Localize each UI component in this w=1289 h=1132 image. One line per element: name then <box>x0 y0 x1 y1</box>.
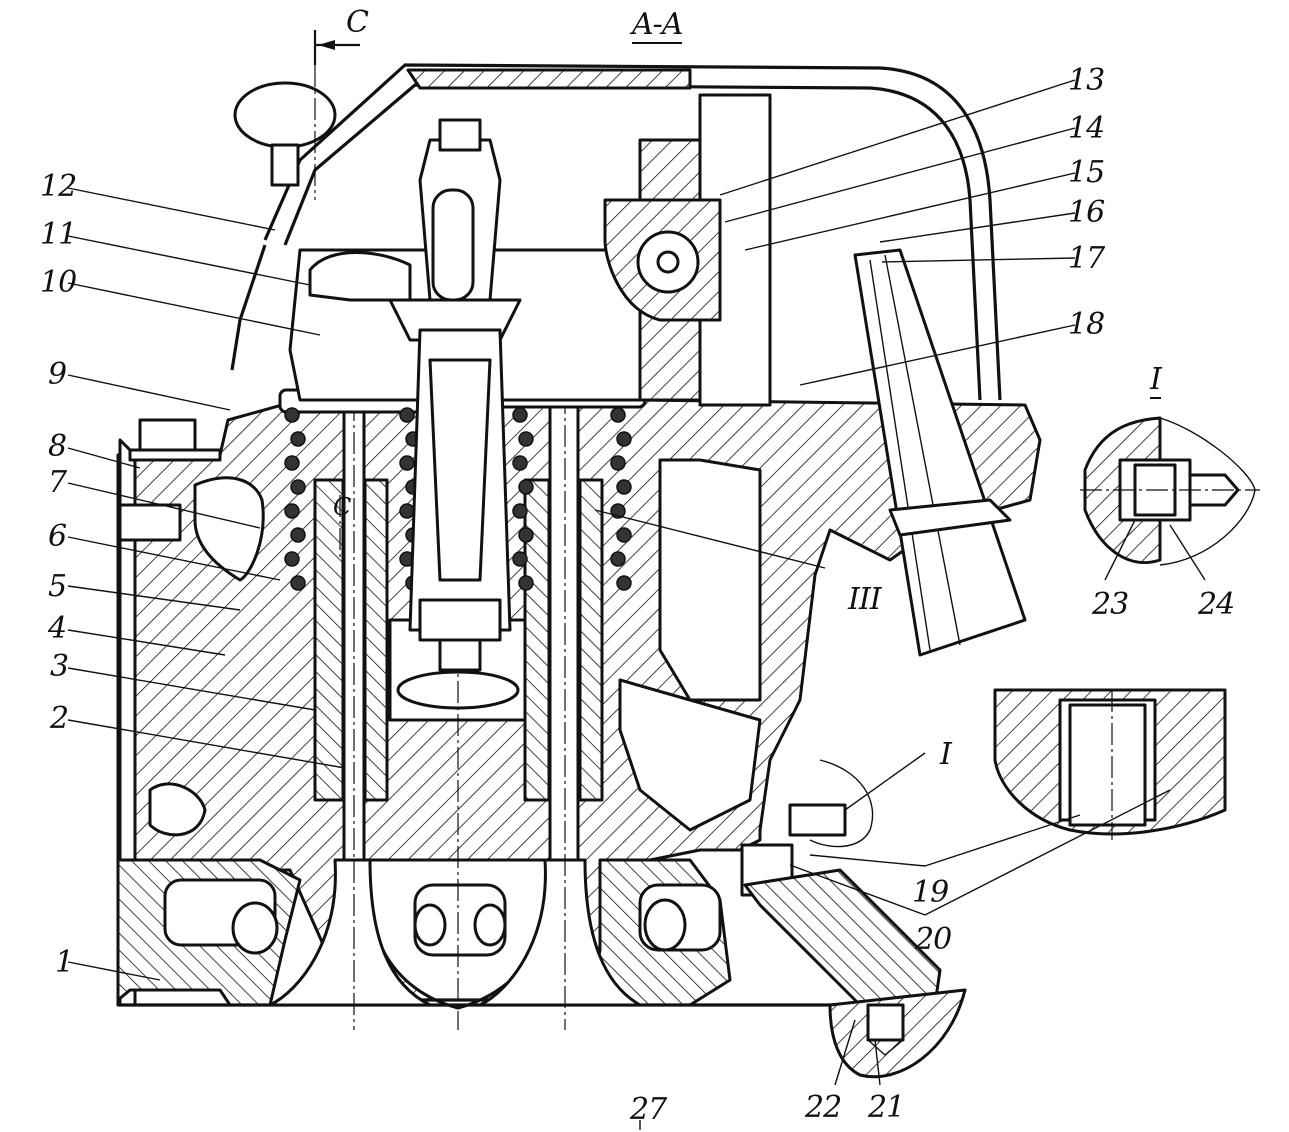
callout-8: 8 <box>48 429 67 464</box>
left-arrow-icon <box>318 40 335 50</box>
spring-coil <box>512 455 528 471</box>
spring-coil <box>610 551 626 567</box>
detail-I-title: I <box>1150 362 1162 399</box>
callout-15: 15 <box>1068 155 1105 190</box>
spring-coil <box>290 575 306 591</box>
spring-coil <box>284 407 300 423</box>
spring-coil <box>610 455 626 471</box>
section-c-label: C <box>346 5 369 40</box>
water-passage-bottom-left <box>148 782 207 837</box>
callout-16: 16 <box>1068 195 1105 230</box>
detail-I-reference: I <box>940 737 952 772</box>
rocker-assembly <box>288 118 642 672</box>
spring-coil <box>518 479 534 495</box>
spring-coil <box>290 479 306 495</box>
callout-23: 23 <box>1092 587 1129 622</box>
spring-coil <box>518 527 534 543</box>
spring-coil <box>616 431 632 447</box>
callout-6: 6 <box>48 519 67 554</box>
detail-III-reference: III <box>848 582 882 617</box>
cylinder-head-bolt <box>118 418 222 542</box>
callout-21: 21 <box>868 1090 905 1125</box>
valves <box>268 120 642 1030</box>
callout-11: 11 <box>40 217 77 252</box>
callout-3: 3 <box>50 649 69 684</box>
detail-bottom-circle <box>828 988 967 1079</box>
callout-4: 4 <box>48 611 67 646</box>
detail-I <box>1080 416 1260 566</box>
spring-coil <box>284 551 300 567</box>
spring-coil <box>399 503 415 519</box>
spring-coil <box>399 455 415 471</box>
spring-coil <box>512 551 528 567</box>
detail-I-callout <box>740 759 942 1007</box>
water-jacket-right <box>658 458 762 702</box>
spring-coil <box>290 527 306 543</box>
callout-24: 24 <box>1198 587 1235 622</box>
spring-coil <box>518 575 534 591</box>
callout-22: 22 <box>805 1090 842 1125</box>
callout-14: 14 <box>1068 111 1105 146</box>
spring-coil <box>512 407 528 423</box>
valve-stem-right <box>548 378 580 862</box>
stud-13 <box>698 93 772 407</box>
callout-2: 2 <box>50 701 69 736</box>
spring-coil <box>616 479 632 495</box>
section-c-marker <box>313 30 360 560</box>
spring-coil <box>399 407 415 423</box>
callout-5: 5 <box>48 569 67 604</box>
spring-coil <box>284 455 300 471</box>
spring-coil <box>616 575 632 591</box>
callout-7: 7 <box>48 465 67 500</box>
spring-coil <box>284 503 300 519</box>
section-title: A-A <box>632 7 683 44</box>
valve-guide-left <box>313 478 345 802</box>
water-jacket-left <box>193 476 265 582</box>
spring-coil <box>512 503 528 519</box>
oil-filler-cap <box>233 81 337 149</box>
callout-9: 9 <box>48 357 67 392</box>
callout-18: 18 <box>1068 307 1105 342</box>
spring-coil <box>616 527 632 543</box>
callout-19: 19 <box>912 875 949 910</box>
callout-13: 13 <box>1068 63 1105 98</box>
detail-sleeve <box>993 688 1227 840</box>
spring-coil <box>610 407 626 423</box>
callout-10: 10 <box>40 265 77 300</box>
camshaft-housing <box>603 93 1027 657</box>
page-number: 27 <box>630 1092 667 1127</box>
leader-lines <box>67 79 1206 1130</box>
rocker-cover <box>230 63 1002 401</box>
callout-12: 12 <box>40 169 77 204</box>
water-jacket-lower-right <box>618 678 762 832</box>
callout-20: 20 <box>915 922 952 957</box>
spring-coil <box>290 431 306 447</box>
callout-17: 17 <box>1068 241 1105 276</box>
spring-coil <box>518 431 534 447</box>
callout-1: 1 <box>55 945 74 980</box>
section-c-inner-label: C <box>333 493 351 521</box>
